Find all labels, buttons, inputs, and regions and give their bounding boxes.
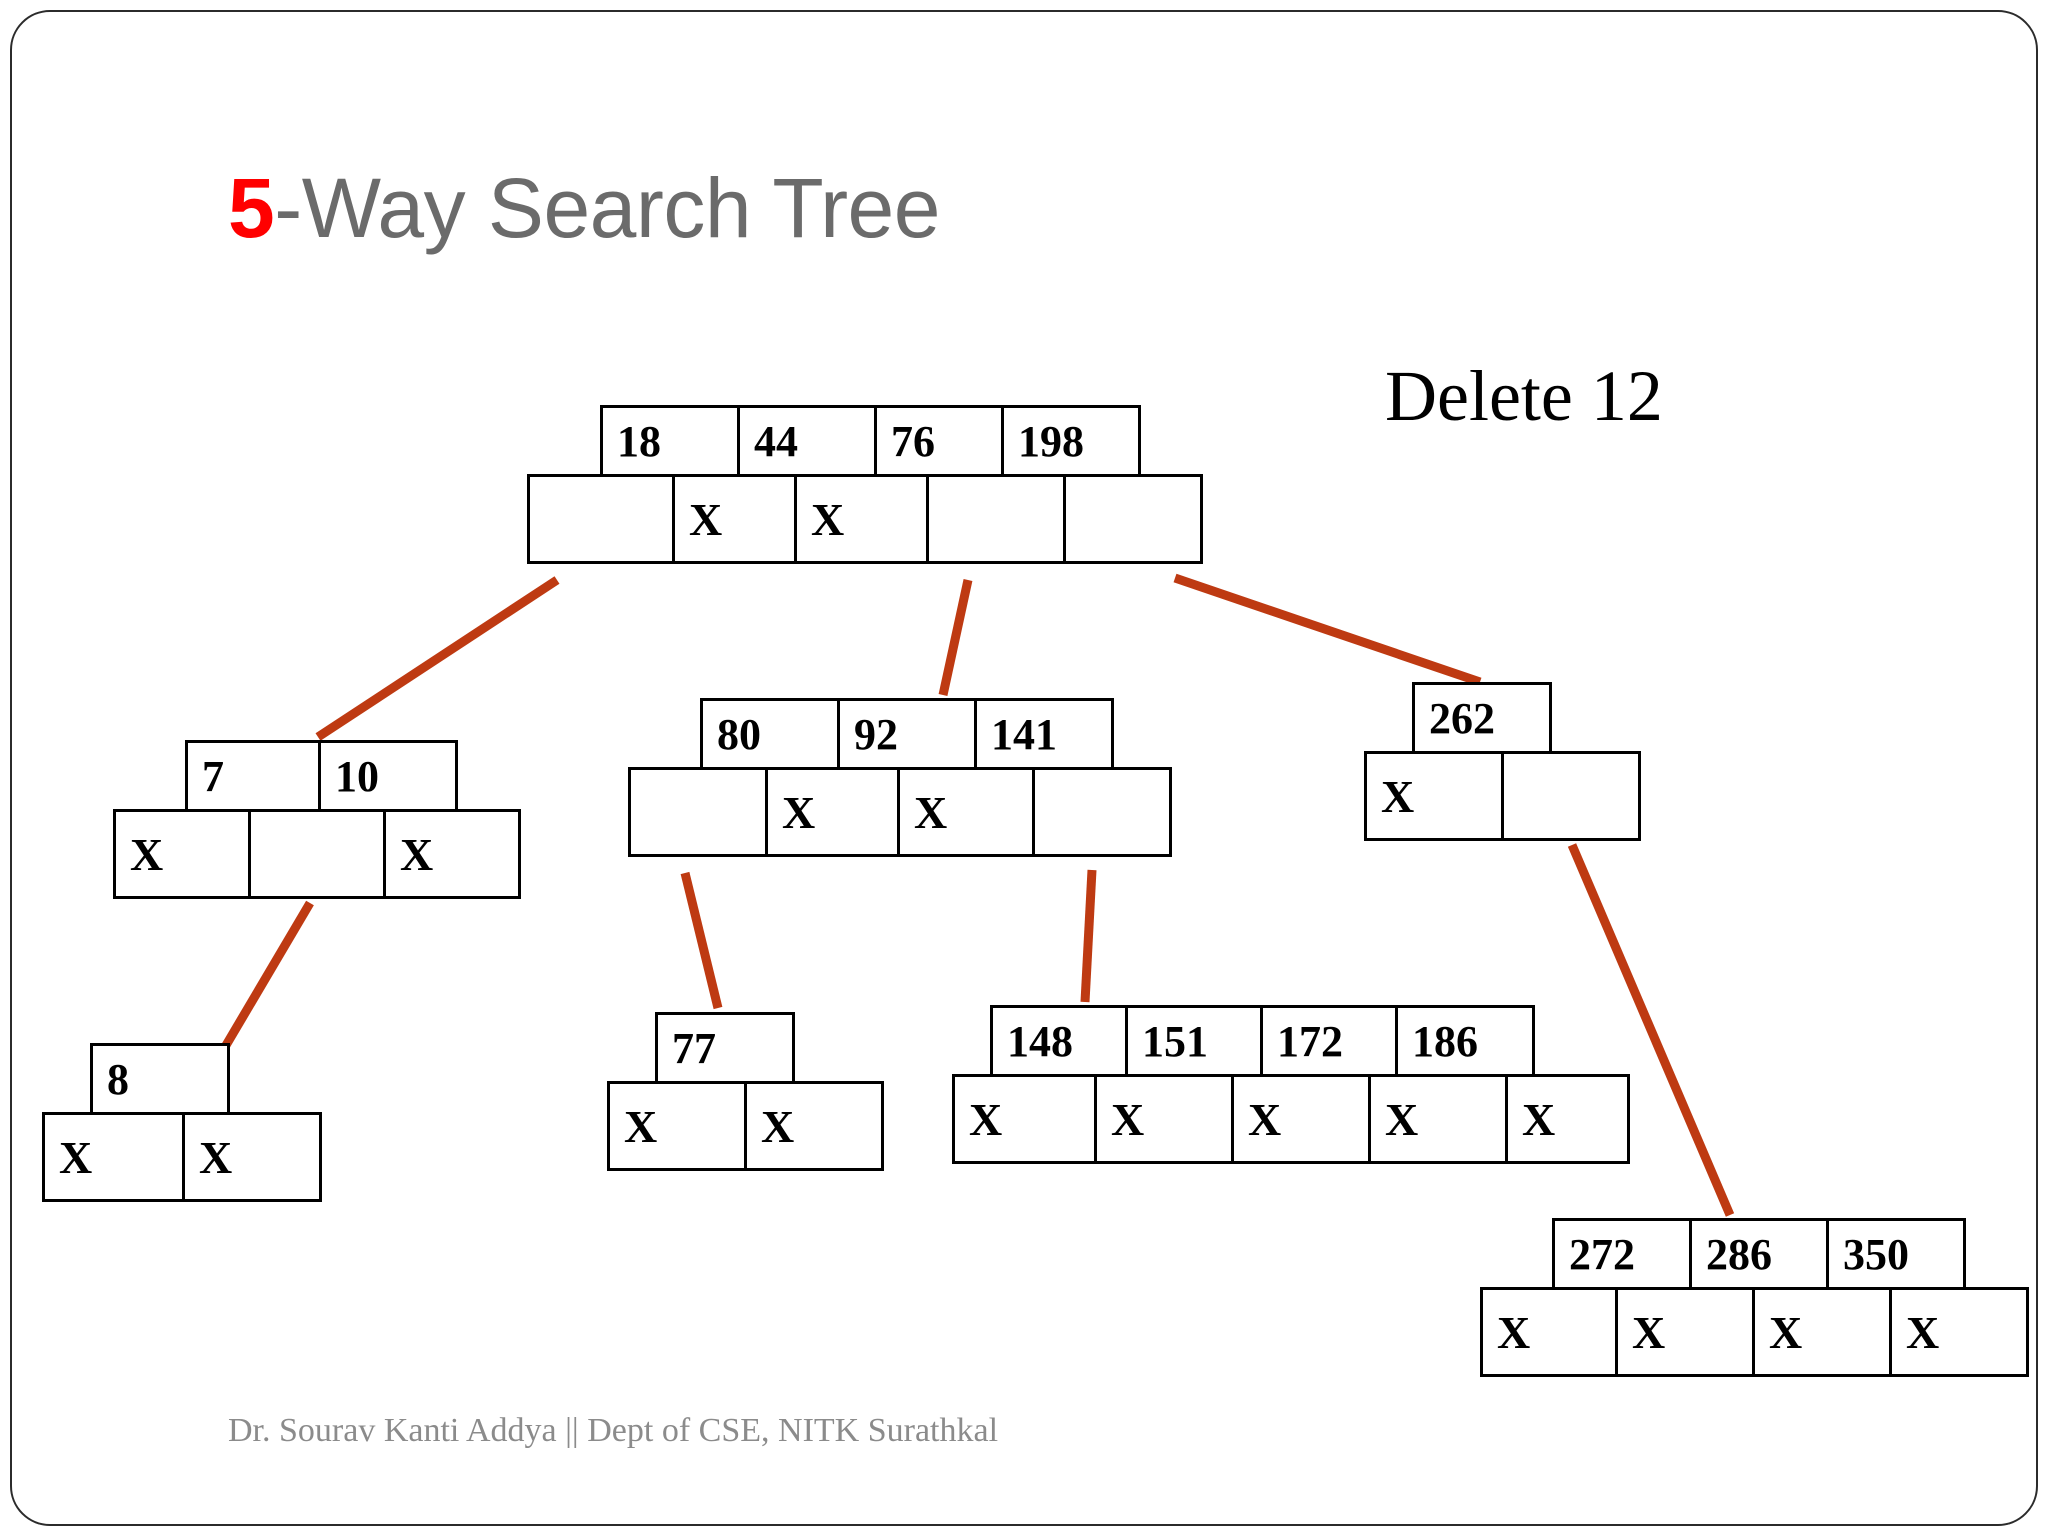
pointer-cell[interactable]: X xyxy=(1889,1287,2029,1377)
key-cell[interactable]: 186 xyxy=(1395,1005,1535,1077)
edge-7-10-to-8 xyxy=(221,900,314,1050)
edge-80-92-141-to-148 xyxy=(1080,869,1097,1003)
key-cell[interactable]: 151 xyxy=(1125,1005,1263,1077)
tree-node-262[interactable]: 262 X xyxy=(1364,682,1641,841)
key-cell[interactable]: 44 xyxy=(737,405,877,477)
key-cell[interactable]: 272 xyxy=(1552,1218,1692,1290)
key-cell[interactable]: 172 xyxy=(1260,1005,1398,1077)
pointer-cell[interactable]: X xyxy=(672,474,797,564)
edge-root-to-7-10 xyxy=(315,576,560,741)
pointer-cell[interactable]: X xyxy=(182,1112,322,1202)
key-cell[interactable]: 286 xyxy=(1689,1218,1829,1290)
pointer-row: X xyxy=(1364,751,1641,841)
pointer-row: X X xyxy=(628,767,1172,857)
key-row: 80 92 141 xyxy=(700,698,1172,770)
pointer-cell[interactable]: X xyxy=(1615,1287,1755,1377)
pointer-cell[interactable]: X xyxy=(1364,751,1504,841)
key-cell[interactable]: 262 xyxy=(1412,682,1552,754)
pointer-cell[interactable]: X xyxy=(765,767,900,857)
footer-attribution: Dr. Sourav Kanti Addya || Dept of CSE, N… xyxy=(228,1412,999,1449)
pointer-row: X X X X X xyxy=(952,1074,1630,1164)
tree-node-80-92-141[interactable]: 80 92 141 X X xyxy=(628,698,1172,857)
title-rest-text: -Way Search Tree xyxy=(274,161,940,255)
pointer-cell[interactable] xyxy=(248,809,386,899)
key-cell[interactable]: 148 xyxy=(990,1005,1128,1077)
edge-root-to-262 xyxy=(1173,573,1482,687)
pointer-cell[interactable]: X xyxy=(383,809,521,899)
pointer-row: X X xyxy=(607,1081,884,1171)
key-cell[interactable]: 80 xyxy=(700,698,840,770)
key-cell[interactable]: 198 xyxy=(1001,405,1141,477)
key-row: 148 151 172 186 xyxy=(990,1005,1630,1077)
key-cell[interactable]: 10 xyxy=(318,740,458,812)
pointer-cell[interactable]: X xyxy=(42,1112,185,1202)
pointer-cell[interactable] xyxy=(1501,751,1641,841)
key-cell[interactable]: 350 xyxy=(1826,1218,1966,1290)
key-cell[interactable]: 18 xyxy=(600,405,740,477)
pointer-row: X X xyxy=(527,474,1203,564)
key-row: 272 286 350 xyxy=(1552,1218,2029,1290)
pointer-cell[interactable]: X xyxy=(1231,1074,1371,1164)
title-accent-number: 5 xyxy=(228,161,275,255)
key-cell[interactable]: 8 xyxy=(90,1043,230,1115)
key-row: 8 xyxy=(90,1043,322,1115)
pointer-row: X X X X xyxy=(1480,1287,2029,1377)
edge-262-to-272-286-350 xyxy=(1567,843,1735,1217)
pointer-cell[interactable]: X xyxy=(113,809,251,899)
tree-node-8[interactable]: 8 X X xyxy=(42,1043,322,1202)
pointer-row: X X xyxy=(42,1112,322,1202)
pointer-row: X X xyxy=(113,809,521,899)
pointer-cell[interactable]: X xyxy=(607,1081,747,1171)
pointer-cell[interactable] xyxy=(926,474,1066,564)
key-row: 77 xyxy=(655,1012,884,1084)
key-row: 262 xyxy=(1412,682,1641,754)
pointer-cell[interactable]: X xyxy=(1505,1074,1630,1164)
pointer-cell[interactable]: X xyxy=(1094,1074,1234,1164)
page-title: 5-Way Search Tree xyxy=(228,160,940,257)
pointer-cell[interactable]: X xyxy=(1368,1074,1508,1164)
tree-node-148-151-172-186[interactable]: 148 151 172 186 X X X X X xyxy=(952,1005,1630,1164)
key-cell[interactable]: 7 xyxy=(185,740,321,812)
tree-node-7-10[interactable]: 7 10 X X xyxy=(113,740,521,899)
operation-label: Delete 12 xyxy=(1385,356,1663,436)
tree-node-272-286-350[interactable]: 272 286 350 X X X X xyxy=(1480,1218,2029,1377)
tree-node-root[interactable]: 18 44 76 198 X X xyxy=(527,405,1203,564)
pointer-cell[interactable]: X xyxy=(952,1074,1097,1164)
pointer-cell[interactable]: X xyxy=(744,1081,884,1171)
pointer-cell[interactable] xyxy=(527,474,675,564)
tree-node-77[interactable]: 77 X X xyxy=(607,1012,884,1171)
key-cell[interactable]: 141 xyxy=(974,698,1114,770)
pointer-cell[interactable]: X xyxy=(1480,1287,1618,1377)
key-row: 7 10 xyxy=(185,740,521,812)
key-cell[interactable]: 76 xyxy=(874,405,1004,477)
edge-80-92-141-to-77 xyxy=(680,871,723,1010)
pointer-cell[interactable]: X xyxy=(794,474,929,564)
edge-root-to-80-92-141 xyxy=(938,579,973,696)
pointer-cell[interactable] xyxy=(1063,474,1203,564)
pointer-cell[interactable]: X xyxy=(897,767,1035,857)
key-cell[interactable]: 77 xyxy=(655,1012,795,1084)
pointer-cell[interactable] xyxy=(1032,767,1172,857)
key-row: 18 44 76 198 xyxy=(600,405,1203,477)
pointer-cell[interactable]: X xyxy=(1752,1287,1892,1377)
pointer-cell[interactable] xyxy=(628,767,768,857)
key-cell[interactable]: 92 xyxy=(837,698,977,770)
